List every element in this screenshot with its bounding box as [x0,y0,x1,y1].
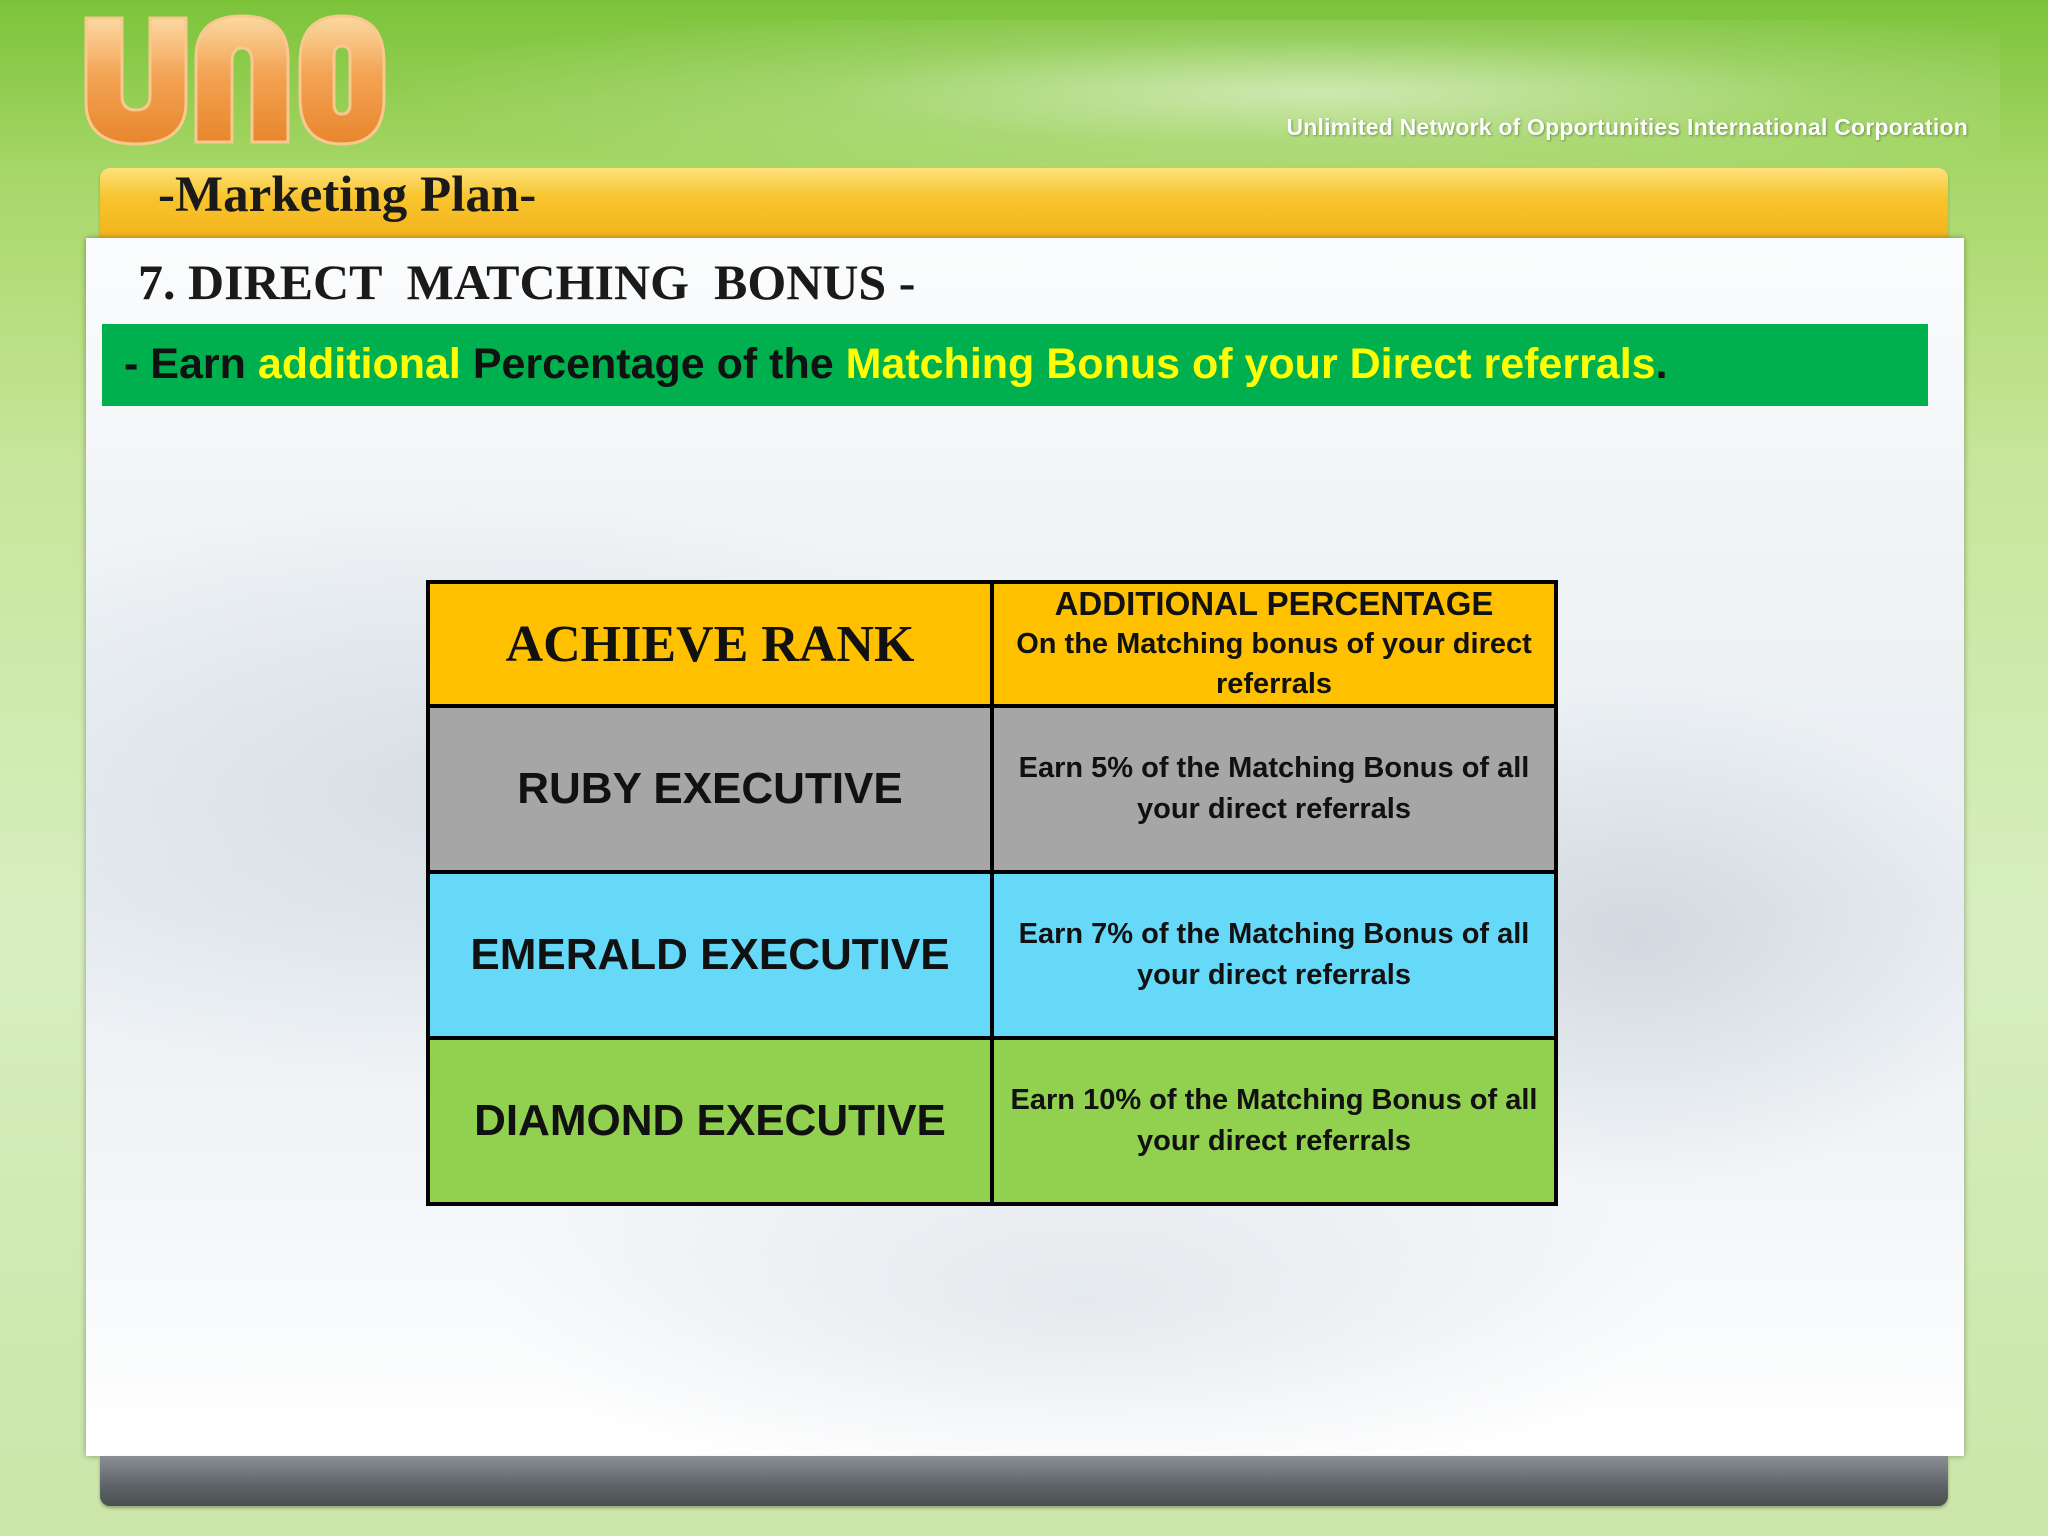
rank-description: Earn 10% of the Matching Bonus of all yo… [1010,1084,1538,1157]
marketing-plan-title: -Marketing Plan- [158,167,537,223]
rank-bonus-table: ACHIEVE RANK ADDITIONAL PERCENTAGE On th… [426,580,1558,1206]
bottom-bar [100,1456,1948,1506]
description-cell: Earn 7% of the Matching Bonus of all you… [990,870,1558,1040]
rank-cell: RUBY EXECUTIVE [426,704,994,874]
header-cell-rank: ACHIEVE RANK [426,580,994,708]
rank-name: EMERALD EXECUTIVE [470,930,950,979]
table-row: RUBY EXECUTIVE Earn 5% of the Matching B… [426,704,1558,874]
company-tagline: Unlimited Network of Opportunities Inter… [1286,114,1968,140]
uno-logo [84,14,386,146]
description-cell: Earn 5% of the Matching Bonus of all you… [990,704,1558,874]
section-title: 7. DIRECT MATCHING BONUS - [138,254,916,310]
rank-name: RUBY EXECUTIVE [517,764,903,813]
rank-description: Earn 7% of the Matching Bonus of all you… [1018,918,1530,991]
rank-name: DIAMOND EXECUTIVE [474,1096,946,1145]
table-row: EMERALD EXECUTIVE Earn 7% of the Matchin… [426,870,1558,1040]
table-row: DIAMOND EXECUTIVE Earn 10% of the Matchi… [426,1036,1558,1206]
rank-description: Earn 5% of the Matching Bonus of all you… [1018,752,1530,825]
description-cell: Earn 10% of the Matching Bonus of all yo… [990,1036,1558,1206]
header-rank-label: ACHIEVE RANK [505,615,915,673]
banner-text-part: . [1655,340,1668,388]
header-percentage-subtitle: On the Matching bonus of your direct ref… [1016,628,1532,700]
banner-highlight-text: Matching Bonus of your Direct referrals [845,340,1656,388]
rank-cell: DIAMOND EXECUTIVE [426,1036,994,1206]
banner-highlight-text: additional [257,340,461,388]
rank-cell: EMERALD EXECUTIVE [426,870,994,1040]
banner-text: - Earn additional Percentage of the Matc… [124,340,1668,389]
marketing-plan-bar [100,168,1948,242]
header-percentage-title: ADDITIONAL PERCENTAGE [1054,585,1494,622]
highlight-banner [102,324,1928,406]
header-cell-percentage: ADDITIONAL PERCENTAGE On the Matching bo… [990,580,1558,708]
banner-text-part: - Earn [124,340,258,388]
banner-text-part: Percentage of the [460,340,846,388]
table-header-row: ACHIEVE RANK ADDITIONAL PERCENTAGE On th… [426,580,1558,708]
